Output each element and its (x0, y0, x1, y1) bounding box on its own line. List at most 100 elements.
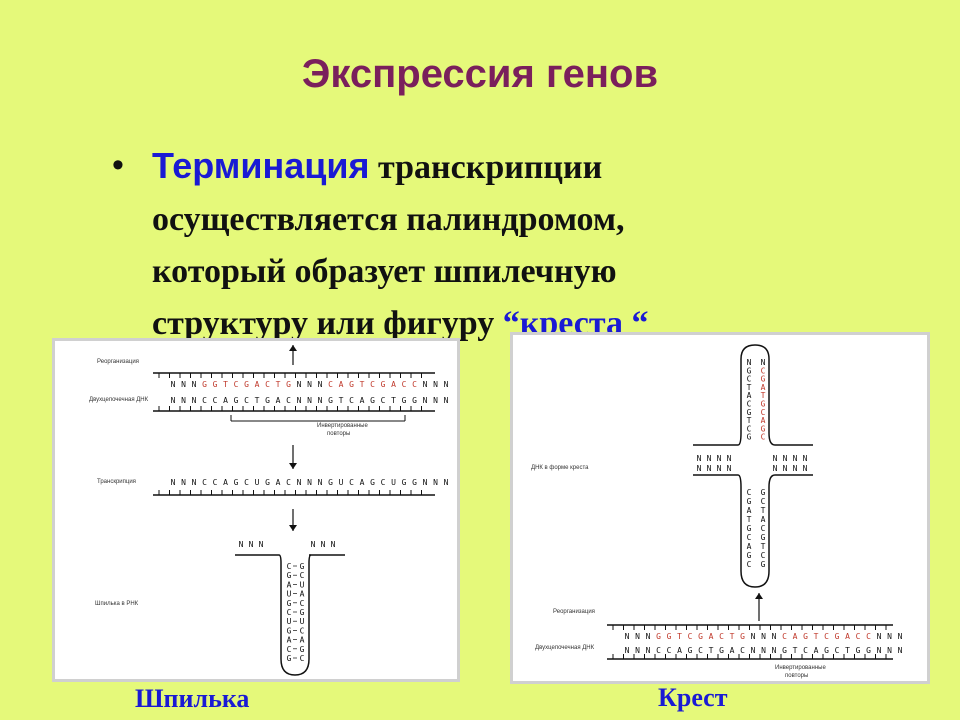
nucleotide: G (761, 400, 766, 409)
nucleotide: C (300, 599, 305, 608)
nucleotide: U (287, 617, 292, 626)
arrow-head (289, 463, 297, 469)
nucleotide: N (898, 646, 903, 655)
nucleotide: T (747, 515, 752, 524)
nucleotide: N (192, 380, 197, 389)
nucleotide: N (772, 646, 777, 655)
nucleotide: C (300, 626, 305, 635)
nucleotide: N (803, 454, 808, 463)
nucleotide: C (412, 380, 417, 389)
nucleotide: N (887, 646, 892, 655)
nucleotide: N (625, 632, 630, 641)
label-reorg: Реорганизация (553, 609, 595, 615)
nucleotide: N (697, 454, 702, 463)
nucleotide: T (677, 632, 682, 641)
nucleotide: C (287, 562, 292, 571)
nucleotide: N (307, 396, 312, 405)
nucleotide: T (360, 380, 365, 389)
nucleotide: G (412, 396, 417, 405)
nucleotide: C (761, 408, 766, 417)
nucleotide: N (192, 396, 197, 405)
nucleotide: N (181, 478, 186, 487)
bullet-line-2: осуществляется палиндромом, (152, 201, 625, 238)
label-reorg: Реорганизация (97, 359, 139, 365)
nucleotide: C (244, 478, 249, 487)
nucleotide: N (297, 380, 302, 389)
nucleotide: N (444, 380, 449, 389)
label-repeats-2: повторы (327, 431, 350, 437)
nucleotide: G (244, 380, 249, 389)
nucleotide: G (761, 375, 766, 384)
nucleotide: N (423, 396, 428, 405)
nucleotide: C (761, 551, 766, 560)
nucleotide: N (297, 478, 302, 487)
nucleotide: A (793, 632, 798, 641)
nucleotide: N (171, 478, 176, 487)
bullet-text: Терминация транскрипции осуществляется п… (152, 140, 872, 350)
nucleotide: C (265, 380, 270, 389)
nucleotide: G (287, 654, 292, 663)
label-repeats-1: Инвертированные (775, 665, 826, 671)
left-strand-lines (153, 345, 435, 676)
nucleotide: N (307, 478, 312, 487)
nucleotide: N (318, 478, 323, 487)
nucleotide: G (381, 380, 386, 389)
nucleotide: N (761, 358, 766, 367)
nucleotide: N (181, 380, 186, 389)
bullet-line-4: структуру или фигуру “креста “ (152, 298, 872, 350)
cross-diagram-panel: ДНК в форме креста Реорганизация Двухцеп… (510, 332, 930, 684)
caption-hairpin: Шпилька (135, 684, 250, 713)
nucleotide: C (747, 533, 752, 542)
arrow-head (289, 525, 297, 531)
nucleotide: G (688, 646, 693, 655)
nucleotide: G (328, 478, 333, 487)
nucleotide: C (286, 478, 291, 487)
nucleotide: A (223, 396, 228, 405)
nucleotide: N (192, 478, 197, 487)
nucleotide: T (730, 632, 735, 641)
nucleotide: C (761, 524, 766, 533)
nucleotide: A (360, 478, 365, 487)
nucleotide: A (255, 380, 260, 389)
label-dna: Двухцепочечная ДНК (89, 397, 149, 403)
nucleotide: N (423, 478, 428, 487)
nucleotide: N (307, 380, 312, 389)
bullet-line-3: который образует шпилечную (152, 253, 617, 290)
nucleotide: G (747, 551, 752, 560)
arrow-head (755, 593, 763, 599)
nucleotide: N (433, 380, 438, 389)
nucleotide: G (856, 646, 861, 655)
label-dna: Двухцепочечная ДНК (535, 645, 595, 651)
nucleotide: G (300, 562, 305, 571)
nucleotide: G (402, 478, 407, 487)
nucleotide: C (761, 433, 766, 442)
nucleotide: A (287, 580, 292, 589)
nucleotide: G (747, 408, 752, 417)
nucleotide: C (747, 400, 752, 409)
nucleotide: A (391, 380, 396, 389)
nucleotide: N (793, 454, 798, 463)
nucleotide: N (761, 646, 766, 655)
nucleotide: A (814, 646, 819, 655)
nucleotide: G (287, 599, 292, 608)
nucleotide: C (202, 396, 207, 405)
label-cross: ДНК в форме креста (531, 465, 589, 471)
nucleotide: G (349, 380, 354, 389)
nucleotide: T (761, 506, 766, 515)
nucleotide: G (370, 396, 375, 405)
nucleotide: G (370, 478, 375, 487)
nucleotide: G (286, 380, 291, 389)
nucleotide: N (318, 396, 323, 405)
nucleotide: T (339, 396, 344, 405)
nucleotide: N (773, 454, 778, 463)
line4-pre: структуру или фигуру (152, 305, 503, 342)
right-strand-lines (607, 344, 893, 660)
nucleotide: N (249, 540, 254, 549)
nucleotide: A (223, 478, 228, 487)
nucleotide: A (276, 478, 281, 487)
nucleotide: C (202, 478, 207, 487)
nucleotide: N (181, 396, 186, 405)
nucleotide: C (328, 380, 333, 389)
nucleotide: C (300, 654, 305, 663)
nucleotide: C (835, 646, 840, 655)
